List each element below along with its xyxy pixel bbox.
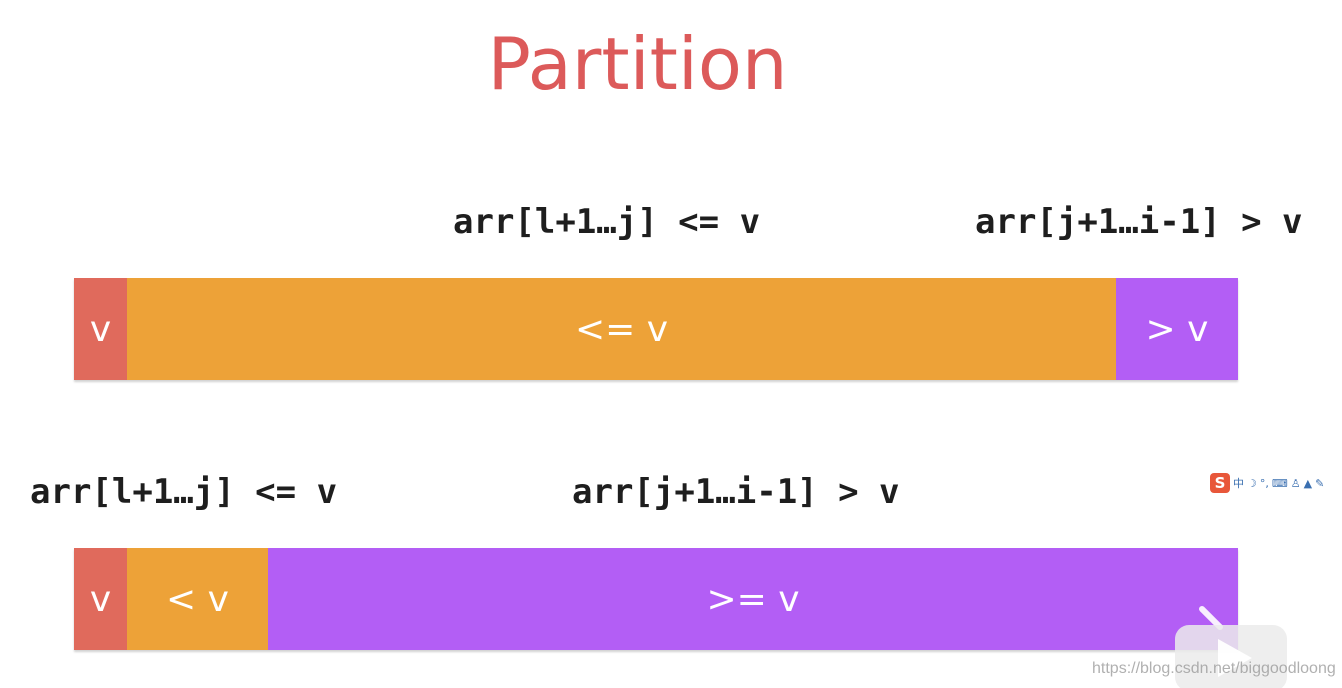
play-icon[interactable] <box>1172 605 1290 688</box>
diagram1-bar: v <= v > v <box>74 278 1238 380</box>
moon-icon[interactable]: ☽ <box>1247 476 1257 490</box>
diagram2-pivot-segment: v <box>74 548 127 650</box>
diagram1-greater-segment: > v <box>1116 278 1238 380</box>
diagram2-label-right: arr[j+1…i-1] > v <box>572 472 900 512</box>
user-icon[interactable]: ♙ <box>1290 476 1301 490</box>
shirt-icon[interactable]: ▲ <box>1303 476 1313 490</box>
diagram1-pivot-segment: v <box>74 278 127 380</box>
diagram1-less-equal-segment: <= v <box>127 278 1116 380</box>
diagram2-less-segment: < v <box>127 548 268 650</box>
wrench-icon[interactable]: ✎ <box>1315 476 1325 490</box>
ime-toolbar[interactable]: S 中 ☽ °, ⌨ ♙ ▲ ✎ <box>1210 472 1342 494</box>
ime-logo-icon[interactable]: S <box>1210 473 1230 493</box>
keyboard-icon[interactable]: ⌨ <box>1271 476 1288 490</box>
ime-mode-toggle[interactable]: 中 <box>1233 477 1244 490</box>
page-title: Partition <box>487 22 788 106</box>
diagram1-label-right: arr[j+1…i-1] > v <box>975 202 1303 242</box>
watermark: https://blog.csdn.net/biggoodloong <box>1092 660 1336 677</box>
diagram2-greater-equal-segment: >= v <box>268 548 1238 650</box>
diagram2-bar: v < v >= v <box>74 548 1238 650</box>
punctuation-icon[interactable]: °, <box>1259 476 1269 490</box>
diagram2-label-left: arr[l+1…j] <= v <box>30 472 338 512</box>
diagram1-label-left: arr[l+1…j] <= v <box>453 202 761 242</box>
